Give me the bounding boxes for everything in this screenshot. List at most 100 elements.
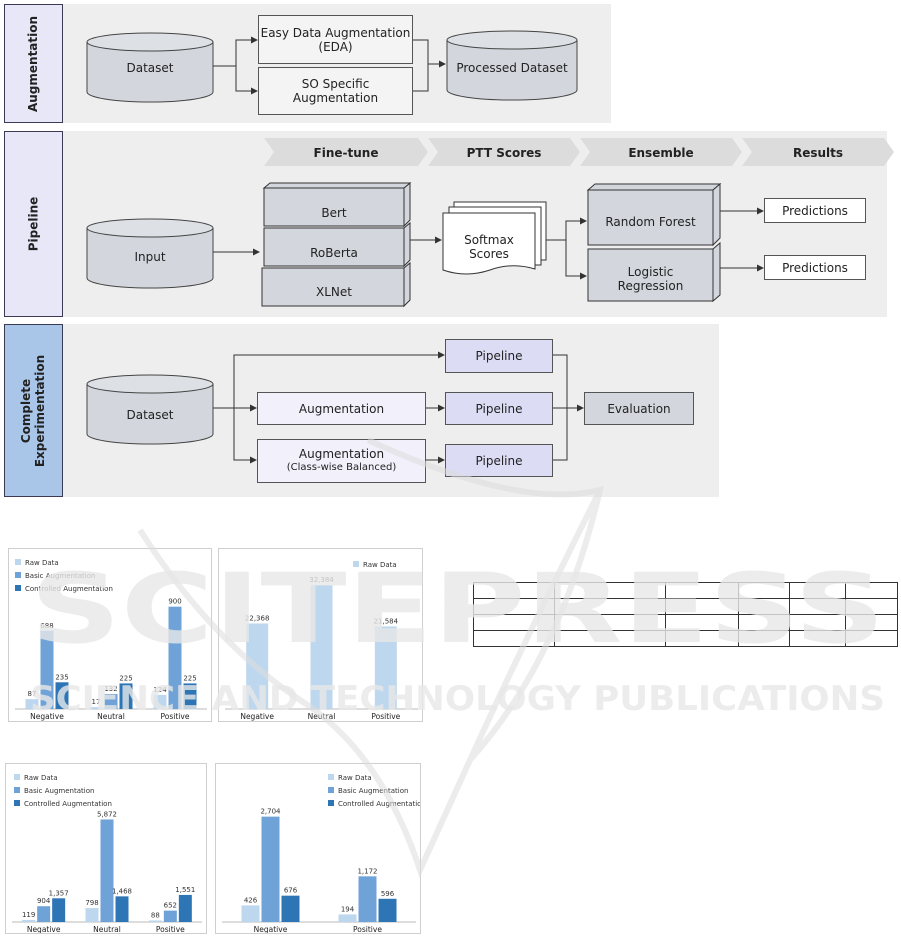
stage-finetune: Fine-tune bbox=[313, 146, 379, 160]
bar bbox=[378, 898, 397, 922]
bar bbox=[178, 894, 192, 922]
bar bbox=[374, 626, 397, 709]
legend-label: Controlled Augmentation bbox=[338, 800, 421, 808]
augmentation-balanced-line1: Augmentation bbox=[298, 447, 385, 461]
legend-swatch bbox=[15, 572, 21, 578]
x-tick-label: Negative bbox=[240, 712, 274, 721]
empty-table bbox=[473, 582, 898, 647]
data-label: 1,468 bbox=[112, 887, 132, 895]
complete-pipeline-1: Pipeline bbox=[445, 339, 553, 373]
x-tick-label: Positive bbox=[161, 712, 190, 721]
data-label: 235 bbox=[55, 673, 68, 681]
evaluation-box: Evaluation bbox=[584, 392, 694, 425]
bar bbox=[115, 896, 129, 922]
processed-dataset-cylinder bbox=[446, 30, 578, 101]
logistic-label-line1: Logistic bbox=[627, 265, 674, 279]
x-tick-label: Negative bbox=[30, 712, 64, 721]
predictions-box-1: Predictions bbox=[764, 198, 866, 223]
bar bbox=[148, 920, 162, 922]
so-label-line1: SO Specific bbox=[301, 77, 370, 91]
bar bbox=[55, 682, 69, 709]
bar bbox=[89, 707, 103, 709]
data-label: 87 bbox=[28, 690, 37, 698]
bar bbox=[261, 816, 280, 922]
input-label: Input bbox=[134, 250, 166, 264]
bar bbox=[119, 683, 133, 709]
bar bbox=[40, 630, 54, 709]
data-label: 1,357 bbox=[49, 889, 69, 897]
bar bbox=[246, 623, 269, 709]
predictions-box-2: Predictions bbox=[764, 255, 866, 280]
softmax-documents bbox=[442, 201, 547, 275]
so-box: SO Specific Augmentation bbox=[258, 67, 413, 115]
data-label: 32,384 bbox=[309, 576, 334, 584]
data-label: 798 bbox=[85, 899, 98, 907]
data-label: 652 bbox=[164, 902, 177, 910]
stage-ensemble: Ensemble bbox=[628, 146, 694, 160]
eda-label-line1: Easy Data Augmentation bbox=[260, 25, 411, 40]
data-label: 124 bbox=[153, 686, 167, 694]
model-boxes bbox=[261, 182, 412, 308]
bar bbox=[338, 914, 357, 922]
data-label: 132 bbox=[104, 685, 117, 693]
legend-label: Controlled Augmentation bbox=[24, 800, 112, 808]
pipeline-connectors bbox=[213, 207, 764, 280]
eda-box: Easy Data Augmentation (EDA) bbox=[258, 15, 413, 64]
model-roberta: RoBerta bbox=[310, 246, 358, 260]
legend-label: Basic Augmentation bbox=[24, 787, 94, 795]
eda-label-line2: (EDA) bbox=[318, 39, 353, 54]
table-row bbox=[473, 598, 898, 615]
pipeline-sidebar: Pipeline bbox=[4, 131, 63, 317]
model-bert: Bert bbox=[321, 206, 347, 220]
x-tick-label: Positive bbox=[371, 712, 400, 721]
complete-dataset-label: Dataset bbox=[126, 408, 174, 422]
bar bbox=[100, 819, 114, 922]
bar bbox=[168, 606, 182, 709]
complete-sidebar: Complete Experimentation bbox=[4, 324, 63, 497]
data-label: 225 bbox=[119, 674, 132, 682]
legend-swatch bbox=[15, 585, 21, 591]
data-label: 225 bbox=[183, 674, 196, 682]
complete-pipeline-2: Pipeline bbox=[445, 392, 553, 425]
bar bbox=[52, 898, 66, 922]
augmentation-balanced-line2: (Class-wise Balanced) bbox=[286, 462, 397, 473]
input-cylinder bbox=[86, 218, 214, 289]
bar bbox=[183, 683, 197, 709]
bar bbox=[85, 908, 99, 922]
legend-swatch bbox=[328, 800, 334, 806]
complete-pipeline-3: Pipeline bbox=[445, 444, 553, 477]
x-tick-label: Positive bbox=[156, 925, 185, 934]
legend-label: Raw Data bbox=[363, 561, 397, 569]
bar bbox=[104, 693, 118, 709]
bar bbox=[25, 699, 39, 709]
data-label: 900 bbox=[168, 598, 181, 606]
x-tick-label: Positive bbox=[353, 925, 382, 934]
logistic-label-line2: Regression bbox=[617, 279, 684, 293]
legend-swatch bbox=[14, 774, 20, 780]
so-label-line2: Augmentation bbox=[292, 91, 379, 105]
data-label: 119 bbox=[22, 911, 35, 919]
x-tick-label: Neutral bbox=[97, 712, 125, 721]
legend-swatch bbox=[15, 559, 21, 565]
complete-augmentation-balanced-box: Augmentation (Class-wise Balanced) bbox=[257, 439, 426, 483]
data-label: 2,704 bbox=[260, 808, 281, 816]
stage-chevrons bbox=[264, 138, 894, 166]
augmentation-connectors bbox=[213, 36, 446, 95]
bar bbox=[241, 905, 260, 922]
random-forest-label: Random Forest bbox=[605, 215, 696, 229]
chart-2: Raw Data22,368Negative32,384Neutral21,58… bbox=[218, 548, 423, 722]
dataset-label: Dataset bbox=[126, 61, 174, 75]
data-label: 676 bbox=[284, 887, 298, 895]
data-label: 596 bbox=[381, 890, 395, 898]
table-row bbox=[473, 614, 898, 631]
data-label: 688 bbox=[40, 622, 53, 630]
bar bbox=[153, 694, 167, 709]
table-row bbox=[473, 582, 898, 599]
legend-swatch bbox=[14, 800, 20, 806]
legend-label: Basic Augmentation bbox=[338, 787, 408, 795]
stage-ptt-scores: PTT Scores bbox=[466, 146, 542, 160]
bar bbox=[163, 910, 177, 922]
data-label: 426 bbox=[244, 896, 258, 904]
